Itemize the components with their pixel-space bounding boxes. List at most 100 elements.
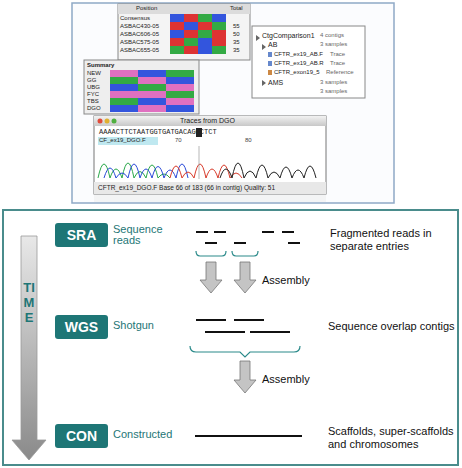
lower-panel <box>205 331 245 333</box>
lower-panel <box>200 262 256 393</box>
screenshot-text: Reference <box>326 69 354 76</box>
screenshot-text: ASBAC606-05 <box>120 31 159 38</box>
screenshot-text: CFTR_ex19_AB.R <box>274 60 324 67</box>
screenshot-text: GG <box>87 77 96 84</box>
screenshot-illustration <box>84 60 199 114</box>
lower-panel <box>3 210 458 465</box>
screenshot-text: UBG <box>87 84 100 91</box>
annotation-text: Fragmented reads in separate entries <box>330 227 452 252</box>
screenshot-illustration <box>110 84 138 91</box>
screenshot-illustration <box>166 70 194 77</box>
annotation-text: Assembly <box>262 373 310 386</box>
screenshot-text: 35 <box>233 47 240 54</box>
database-box: SRASequence reads <box>55 223 108 247</box>
lower-panel <box>195 435 302 437</box>
lower-panel <box>196 231 208 233</box>
screenshot-illustration <box>138 70 166 77</box>
screenshot-illustration <box>199 146 200 179</box>
lower-panel <box>3 210 458 465</box>
lower-panel <box>205 242 217 244</box>
lower-panel <box>190 251 300 357</box>
screenshot-text: CF_ex19_DGO.F <box>99 137 146 144</box>
screenshot-illustration <box>184 46 198 54</box>
box-title: SRA <box>55 223 108 247</box>
screenshot-illustration <box>170 38 184 46</box>
screenshot-text: 3 samples <box>320 41 347 48</box>
screenshot-illustration <box>166 84 194 91</box>
screenshot-illustration <box>94 116 326 126</box>
screenshot-illustration <box>220 163 316 178</box>
screenshot-illustration <box>72 3 394 203</box>
time-axis-label: TIME <box>23 280 35 325</box>
database-box: WGSShotgun <box>55 315 108 339</box>
screenshot-illustration <box>198 14 212 22</box>
lower-panel <box>234 242 246 244</box>
screenshot-illustration <box>94 195 326 202</box>
screenshot-text: CtgComparison1 <box>262 32 315 40</box>
screenshot-text: 35 <box>233 39 240 46</box>
screenshot-text: ASBAC430-05 <box>120 23 159 30</box>
screenshot-illustration <box>170 22 184 30</box>
screenshot-illustration <box>166 91 194 98</box>
lower-panel <box>288 242 300 244</box>
lower-panel <box>12 236 46 460</box>
screenshot-illustration <box>72 3 394 203</box>
screenshot-illustration <box>105 119 110 124</box>
screenshot-illustration <box>170 46 184 54</box>
box-description: Constructed <box>113 429 203 440</box>
screenshot-text: 80 <box>245 137 252 144</box>
box-description: Sequence reads <box>113 224 169 246</box>
annotation-text: Scaffolds, super-scaffolds and chromosom… <box>328 425 456 450</box>
screenshot-illustration <box>212 46 226 54</box>
lower-panel <box>195 232 302 436</box>
screenshot-text: 3 samples <box>320 79 347 86</box>
screenshot-illustration <box>212 30 226 38</box>
screenshot-text: DGO <box>87 105 101 112</box>
screenshot-illustration <box>110 98 138 105</box>
screenshot-illustration <box>268 61 272 66</box>
lower-panel <box>234 361 256 393</box>
screenshot-illustration <box>198 46 212 54</box>
screenshot-text: Summary <box>87 62 114 69</box>
screenshot-illustration <box>110 77 138 84</box>
screenshot-illustration <box>110 105 138 112</box>
screenshot-text: Total <box>230 5 243 12</box>
screenshot-illustration <box>112 119 117 124</box>
screenshot-illustration <box>110 91 138 98</box>
screenshot-illustration <box>170 14 184 22</box>
screenshot-illustration <box>268 52 272 57</box>
screenshot-illustration <box>98 119 103 124</box>
screenshot-illustration <box>184 38 198 46</box>
screenshot-illustration <box>138 77 166 84</box>
lower-panel <box>196 251 226 256</box>
screenshot-text: AAAACTTCTAATGGTGATGACAGCCTCT <box>99 128 217 136</box>
screenshot-text: 4 contigs <box>320 32 344 39</box>
screenshot-illustration <box>184 30 198 38</box>
screenshot-illustration <box>184 22 198 30</box>
screenshot-illustration <box>256 35 266 86</box>
screenshot-text: 3 samples <box>320 88 347 95</box>
screenshot-text: CFTR_ex19_DGO.F Base 66 of 183 (66 in co… <box>98 184 275 191</box>
database-box: CONConstructed <box>55 424 108 448</box>
screenshot-illustration <box>138 91 166 98</box>
lower-panel <box>262 231 274 233</box>
box-title: WGS <box>55 315 108 339</box>
lower-panel <box>200 262 222 293</box>
screenshot-illustration <box>98 163 170 178</box>
screenshot-illustration <box>184 14 198 22</box>
lower-panel <box>234 319 264 321</box>
screenshot-text: Trace <box>330 51 345 58</box>
screenshot-text: TBS <box>87 98 99 105</box>
screenshot-text: 50 <box>233 31 240 38</box>
screenshot-illustration <box>212 22 226 30</box>
box-title: CON <box>55 424 108 448</box>
screenshot-illustration <box>268 70 272 75</box>
lower-panel <box>250 331 290 333</box>
box-description: Shotgun <box>113 320 203 331</box>
screenshot-text: Position <box>136 5 157 12</box>
screenshot-illustration <box>252 26 365 98</box>
screenshot-illustration <box>198 38 212 46</box>
screenshot-text: NEW <box>87 70 101 77</box>
screenshot-illustration <box>138 84 166 91</box>
